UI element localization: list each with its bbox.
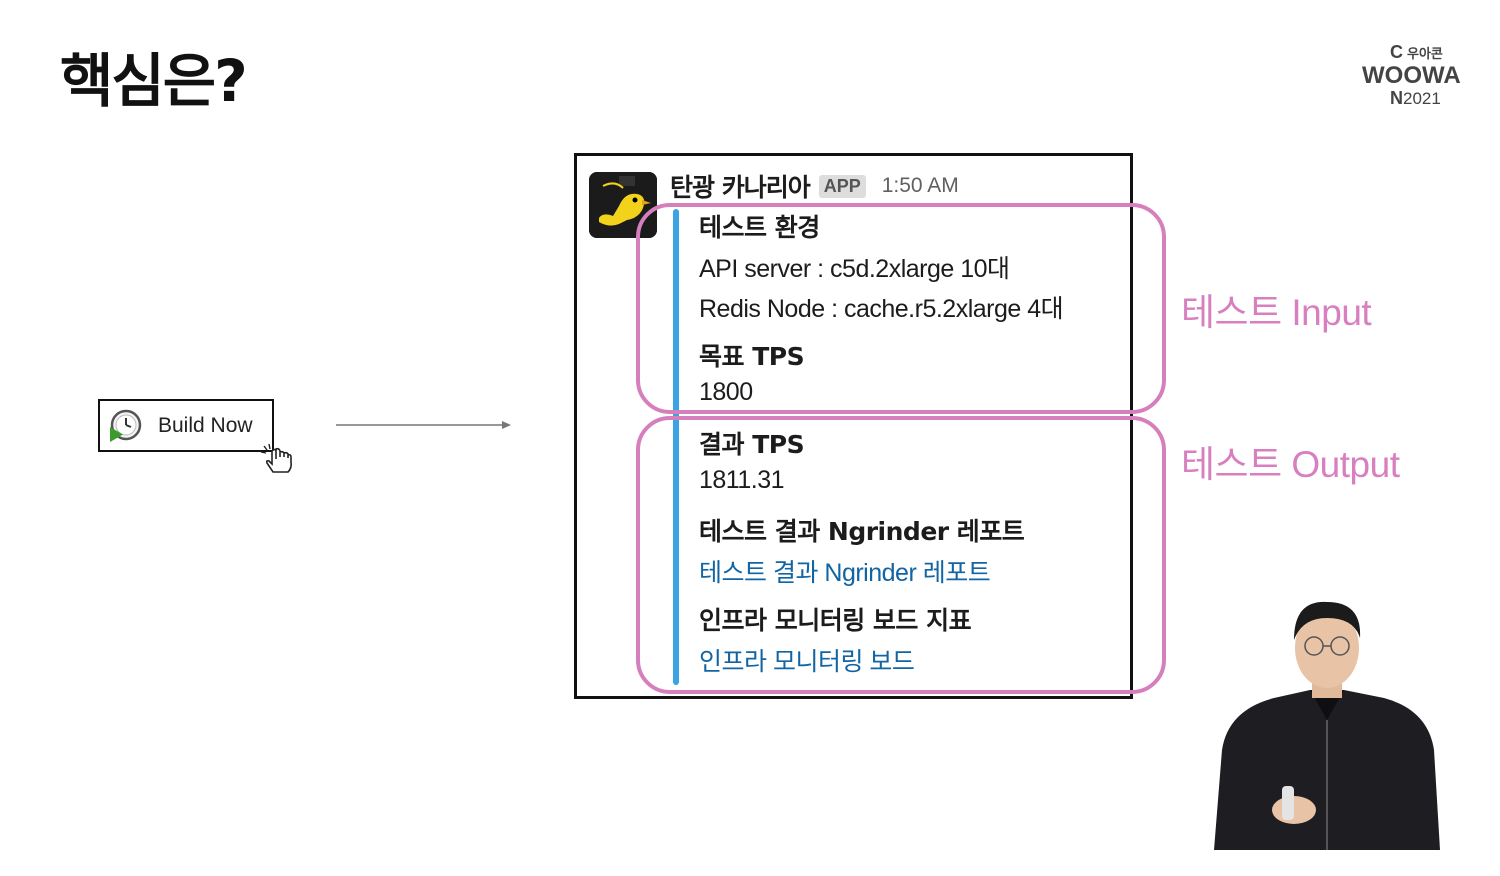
logo-woowa: WOOWA — [1362, 62, 1461, 89]
slack-message-card: 탄광 카나리아 APP 1:50 AM 테스트 환경 API server : … — [574, 153, 1133, 699]
input-highlight-box — [636, 203, 1166, 414]
field-value-target-tps: 1800 — [699, 378, 753, 406]
infra-monitoring-link[interactable]: 인프라 모니터링 보드 — [699, 648, 915, 676]
field-value-redis-node: Redis Node : cache.r5.2xlarge 4대 — [699, 295, 1064, 323]
sender-name[interactable]: 탄광 카나리아 — [670, 173, 811, 202]
field-value-result-tps: 1811.31 — [699, 466, 785, 494]
input-annotation-label: 테스트 Input — [1181, 292, 1372, 333]
field-value-api-server: API server : c5d.2xlarge 10대 — [699, 255, 1010, 283]
hand-pointer-icon — [258, 442, 298, 476]
field-label-result-tps: 결과 TPS — [699, 430, 805, 459]
field-label-target-tps: 목표 TPS — [699, 342, 805, 371]
message-timestamp[interactable]: 1:50 AM — [881, 174, 959, 197]
logo-year: 2021 — [1403, 89, 1441, 108]
attachment-accent-bar — [673, 209, 679, 685]
output-annotation-label: 테스트 Output — [1181, 444, 1400, 485]
message-header: 탄광 카나리아 APP 1:50 AM — [670, 168, 959, 204]
slide-title: 핵심은? — [60, 47, 248, 115]
build-now-button[interactable]: Build Now — [98, 399, 274, 452]
field-label-infra-monitoring: 인프라 모니터링 보드 지표 — [699, 606, 972, 635]
logo-letter-n: N — [1390, 88, 1403, 108]
woowacon-logo: C 우아콘 WOOWA N2021 — [1362, 42, 1474, 109]
field-label-test-env: 테스트 환경 — [699, 213, 820, 242]
output-highlight-box — [636, 416, 1166, 694]
presenter-video — [1214, 590, 1440, 850]
arrow-right-icon — [336, 421, 511, 429]
logo-korean: 우아콘 — [1407, 46, 1443, 61]
field-label-ngrinder-report: 테스트 결과 Ngrinder 레포트 — [699, 517, 1025, 546]
app-badge: APP — [818, 174, 866, 198]
logo-letter-c: C — [1390, 42, 1403, 62]
build-now-label: Build Now — [158, 413, 253, 437]
jenkins-clock-play-icon — [108, 409, 142, 443]
ngrinder-report-link[interactable]: 테스트 결과 Ngrinder 레포트 — [699, 559, 991, 587]
